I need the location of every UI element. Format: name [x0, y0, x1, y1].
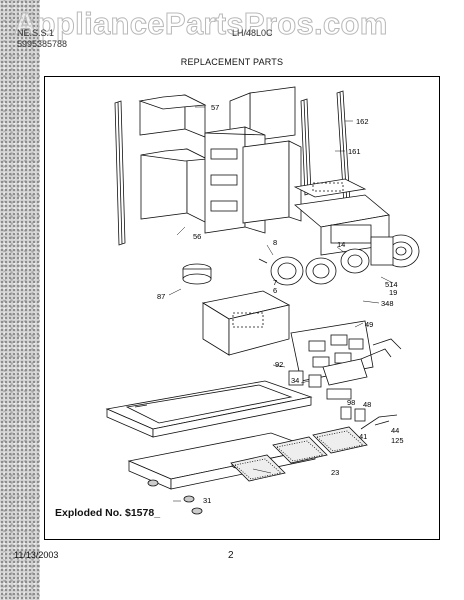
- blower-motor-assembly: [258, 234, 420, 286]
- callout-49: 49: [365, 320, 373, 329]
- callout-92: 92: [275, 360, 283, 369]
- switch-components: [288, 348, 392, 400]
- trim-strip-left: [114, 100, 126, 246]
- small-hardware: [134, 404, 398, 430]
- frame-tower: [204, 126, 302, 234]
- motor-housing-box: [201, 290, 291, 356]
- page-number: 2: [228, 550, 234, 561]
- callout-98: 98: [347, 398, 355, 407]
- parts-diagram-frame: 57 162 161 56 8 14 7 6 514 19 348 87 49 …: [44, 76, 440, 540]
- watermark: AppliancePartsPros.com: [14, 6, 388, 42]
- callout-34: 34: [291, 376, 299, 385]
- callout-31: 31: [203, 496, 211, 505]
- header-line-2: 5995385788: [17, 39, 68, 49]
- callout-57: 57: [211, 103, 219, 112]
- footer-date: 11/13/2003: [14, 550, 59, 560]
- callout-8: 8: [273, 238, 277, 247]
- callout-514: 514: [385, 280, 398, 289]
- callout-161: 161: [348, 147, 361, 156]
- callout-44: 44: [391, 426, 399, 435]
- callout-19: 19: [389, 288, 397, 297]
- document-header-codes: NE.S.S.1 5995385788: [17, 28, 67, 50]
- section-title: REPLACEMENT PARTS: [180, 57, 284, 67]
- callout-23: 23: [331, 468, 339, 477]
- header-model: LH/48L0C: [232, 28, 273, 38]
- callout-56: 56: [193, 232, 201, 241]
- callout-87: 87: [157, 292, 165, 301]
- callout-125: 125: [391, 436, 404, 445]
- callout-7: 7: [273, 278, 277, 287]
- hood-canopy: [105, 380, 313, 438]
- duct-connector: [182, 263, 212, 285]
- exploded-parts-diagram: 57 162 161 56 8 14 7 6 514 19 348 87 49 …: [105, 86, 420, 515]
- header-line-1: NE.S.S.1: [17, 28, 55, 38]
- callout-41: 41: [359, 432, 367, 441]
- exploded-number: Exploded No. $1578_: [55, 507, 161, 519]
- callout-6: 6: [273, 286, 277, 295]
- lower-chimney-cover: [140, 148, 209, 224]
- callout-14: 14: [337, 240, 345, 249]
- top-mount-plate: [293, 178, 367, 198]
- callout-labels: 57 162 161 56 8 14 7 6 514 19 348 87 49 …: [157, 103, 404, 505]
- upper-chimney-cover: [138, 94, 207, 138]
- callout-leaders: [168, 106, 394, 502]
- grease-filters: [230, 426, 368, 482]
- callout-348: 348: [381, 299, 394, 308]
- callout-162: 162: [356, 117, 369, 126]
- callout-48: 48: [363, 400, 371, 409]
- edge-texture: [0, 0, 40, 600]
